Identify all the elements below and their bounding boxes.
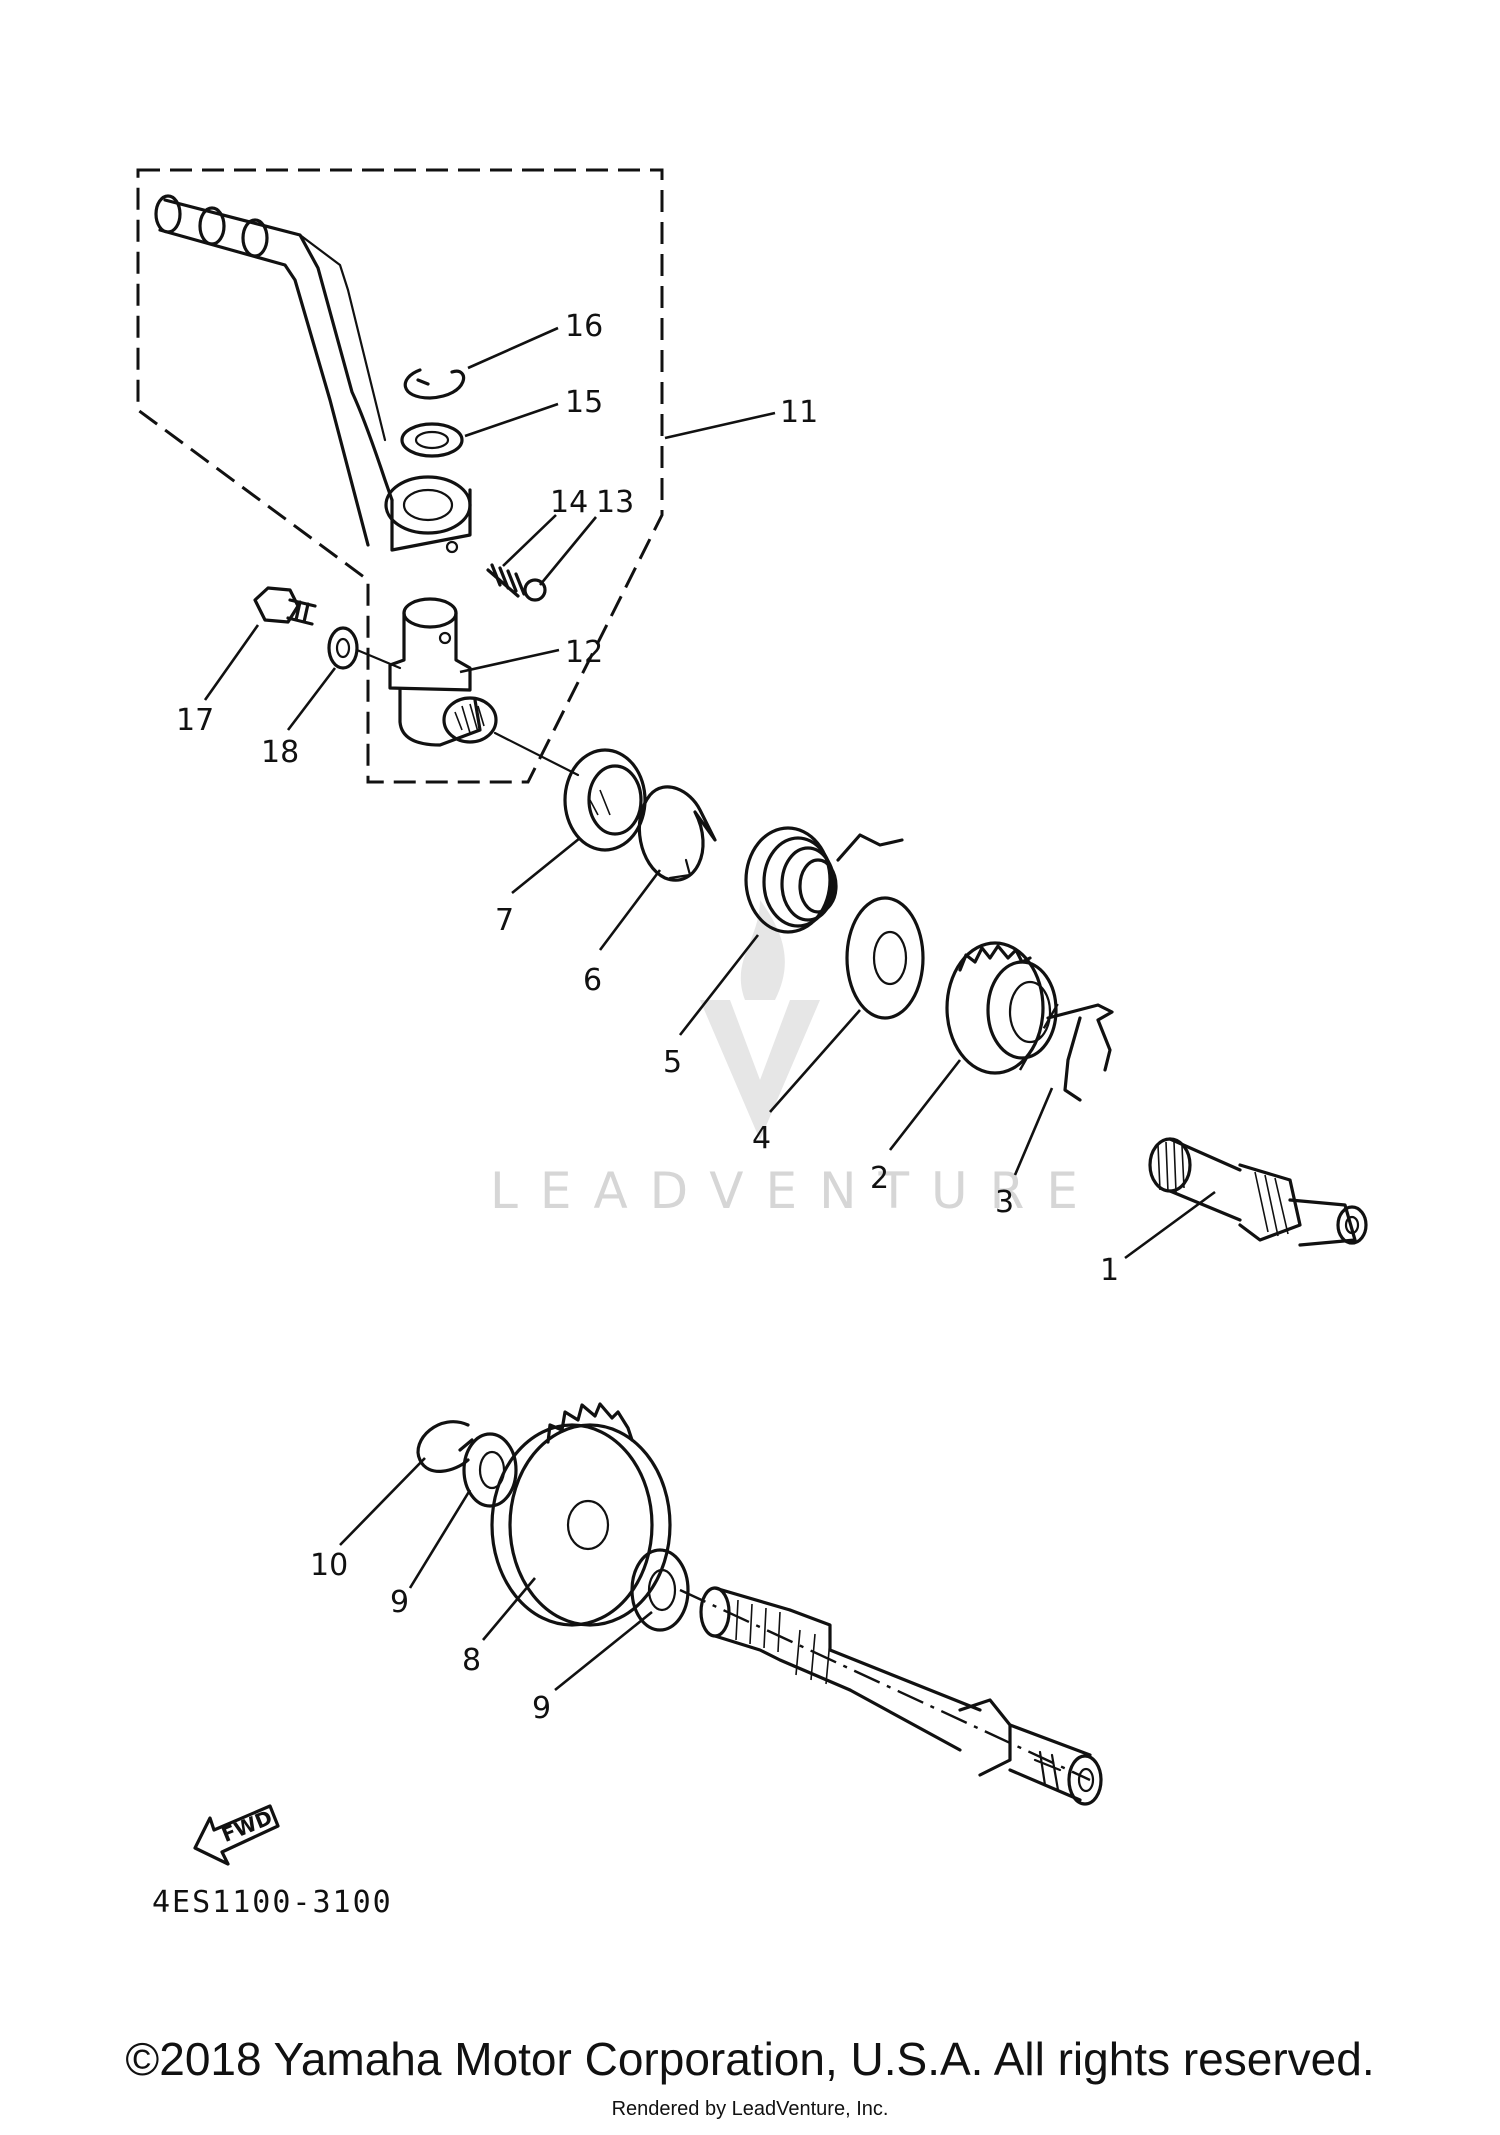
- callout-15: 15: [565, 385, 603, 420]
- clip-6: [637, 785, 717, 882]
- diagram-code: 4ES1100-3100: [152, 1885, 393, 1920]
- callout-6: 6: [583, 963, 602, 998]
- callout-14: 14: [550, 485, 588, 520]
- callout-5: 5: [663, 1045, 682, 1080]
- alignment-line-12: [493, 731, 580, 777]
- copyright-notice: ©2018 Yamaha Motor Corporation, U.S.A. A…: [125, 2033, 1375, 2085]
- ball-13: [523, 578, 547, 602]
- kick-axle-1: [1148, 1137, 1368, 1247]
- callout-7: 7: [495, 903, 514, 938]
- fwd-direction-arrow: FWD: [193, 1804, 280, 1866]
- boss-12: [388, 597, 498, 747]
- watermark-text: LEADVENTURE: [490, 1162, 1100, 1220]
- idle-gear-8: [490, 1402, 672, 1627]
- callout-17: 17: [176, 703, 214, 738]
- washer-4: [845, 896, 925, 1020]
- callout-9-upper: 9: [390, 1585, 409, 1620]
- washer-9-lower: [630, 1548, 690, 1632]
- torsion-spring-5: [744, 826, 904, 934]
- callout-1: 1: [1100, 1253, 1119, 1288]
- callout-11: 11: [780, 395, 818, 430]
- callout-4: 4: [752, 1121, 771, 1156]
- bolt-17: [253, 586, 317, 626]
- washer-9-upper: [462, 1432, 518, 1508]
- callout-9-lower: 9: [532, 1691, 551, 1726]
- rendered-by-credit: Rendered by LeadVenture, Inc.: [611, 2098, 889, 2120]
- callout-12: 12: [565, 635, 603, 670]
- circlip-10: [416, 1420, 474, 1473]
- washer-15: [400, 422, 464, 458]
- callout-10: 10: [310, 1548, 348, 1583]
- leader-lines: [203, 326, 1216, 1692]
- callout-2: 2: [870, 1161, 889, 1196]
- clip-3: [1046, 1003, 1114, 1102]
- leadventure-watermark: LEADVENTURE: [490, 900, 1100, 1220]
- assembly-11-outline: [136, 168, 664, 784]
- alignment-line-18: [355, 648, 402, 670]
- callout-16: 16: [565, 309, 603, 344]
- callout-3: 3: [995, 1185, 1014, 1220]
- oil-seal-7: [563, 748, 647, 852]
- washer-18: [327, 626, 359, 670]
- main-shaft: [679, 1586, 1103, 1806]
- kick-crank-lever: [154, 194, 472, 554]
- callout-18: 18: [261, 735, 299, 770]
- callout-13: 13: [596, 485, 634, 520]
- kick-gear-2: [945, 941, 1062, 1075]
- spring-14: [486, 563, 526, 598]
- circlip-16: [403, 368, 466, 400]
- callout-8: 8: [462, 1643, 481, 1678]
